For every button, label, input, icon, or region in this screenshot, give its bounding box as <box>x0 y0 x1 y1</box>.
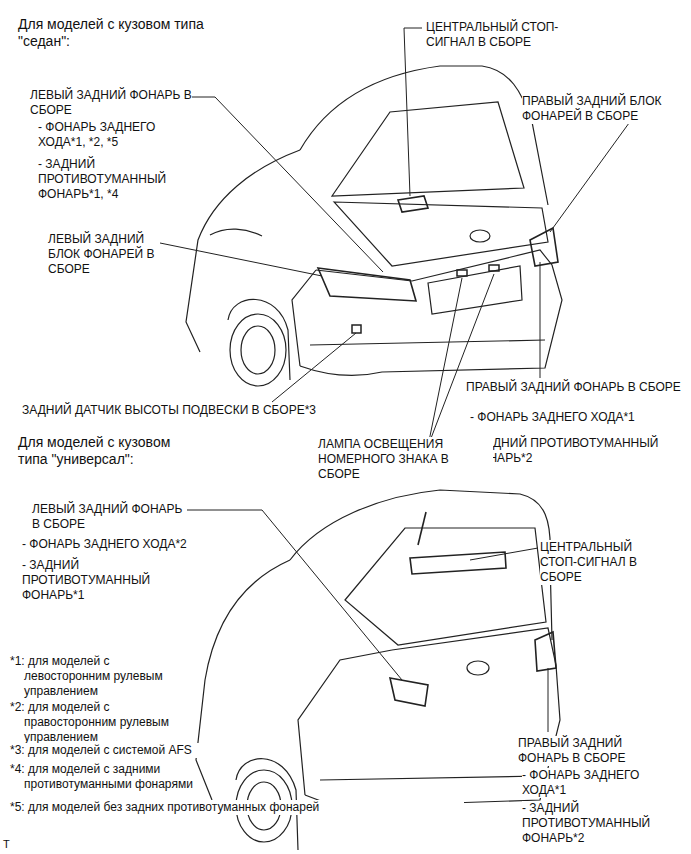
part-label: ЦЕНТРАЛЬНЫЙ СТОП-СИГНАЛ В СБОРЕ <box>540 540 670 585</box>
part-label: ЛЕВЫЙ ЗАДНИЙ ФОНАРЬ В СБОРЕ <box>32 502 187 532</box>
part-label: ЦЕНТРАЛЬНЫЙ СТОП-СИГНАЛ В СБОРЕ <box>426 20 576 50</box>
footnote: *5: для моделей без задних противотуманн… <box>10 800 464 815</box>
footnote: *4: для моделей с задними противотуманны… <box>10 762 194 792</box>
part-label: ПРАВЫЙ ЗАДНИЙ БЛОК ФОНАРЕЙ В СБОРЕ <box>522 94 672 124</box>
footnote: *1: для моделей с левосторонним рулевым … <box>10 654 184 699</box>
heading-text: Для моделей с кузовом типа "универсал": <box>18 434 203 468</box>
footnote: *3: для моделей с системой AFS <box>10 743 224 758</box>
part-label: - ЗАДНИЙ ПРОТИВОТУМАННЫЙ ФОНАРЬ*1 <box>22 558 172 603</box>
footnote: *2: для моделей с правосторонним рулевым… <box>10 700 184 745</box>
part-label: - ЗАДНИЙ ПРОТИВОТУМАННЫЙ ФОНАРЬ*2 <box>522 801 682 846</box>
part-label: - ЗАДНИЙ ПРОТИВОТУМАННЫЙ ФОНАРЬ*1, *4 <box>38 157 178 202</box>
wagon-body <box>196 490 560 850</box>
part-label: - ФОНАРЬ ЗАДНЕГО ХОДА*2 <box>22 537 222 552</box>
part-label: ЗАДНИЙ ДАТЧИК ВЫСОТЫ ПОДВЕСКИ В СБОРЕ*3 <box>22 403 362 418</box>
heading-text: Для моделей с кузовом типа "седан": <box>18 16 218 50</box>
part-label: - ФОНАРЬ ЗАДНЕГО ХОДА*1 <box>470 410 680 425</box>
part-label: - ЗАДНИЙ ПРОТИВОТУМАННЫЙ ФОНАРЬ*2 <box>470 436 685 466</box>
page-mark: T <box>3 837 23 852</box>
part-label: ЛЕВЫЙ ЗАДНИЙ БЛОК ФОНАРЕЙ В СБОРЕ <box>48 232 160 277</box>
wagon-leaders <box>186 510 548 732</box>
part-label: ЛАМПА ОСВЕЩЕНИЯ НОМЕРНОГО ЗНАКА В СБОРЕ <box>318 437 493 482</box>
sedan-body <box>186 66 562 386</box>
part-label: ПРАВЫЙ ЗАДНИЙ ФОНАРЬ В СБОРЕ <box>466 380 681 395</box>
part-label: ЛЕВЫЙ ЗАДНИЙ ФОНАРЬ В СБОРЕ <box>30 88 192 118</box>
part-label: - ФОНАРЬ ЗАДНЕГО ХОДА*1 <box>522 768 672 798</box>
part-label: ПРАВЫЙ ЗАДНИЙ ФОНАРЬ В СБОРЕ <box>518 736 668 766</box>
part-label: - ФОНАРЬ ЗАДНЕГО ХОДА*1, *2, *5 <box>38 120 168 150</box>
